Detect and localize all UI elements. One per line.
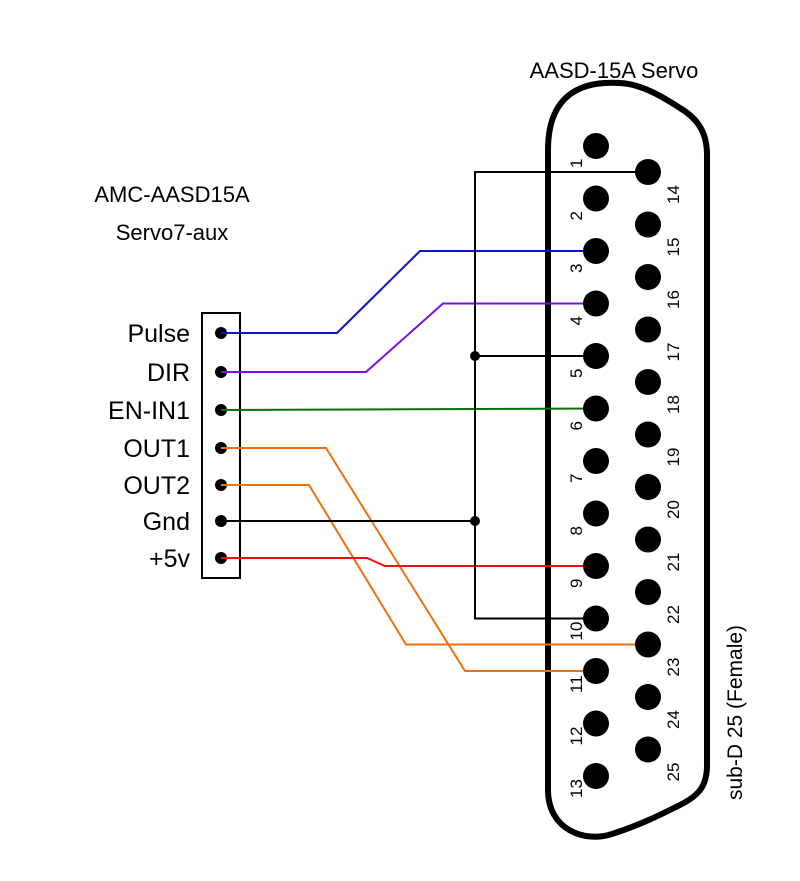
db25-pin bbox=[635, 579, 661, 605]
db25-pin bbox=[583, 133, 609, 159]
db25-pin bbox=[635, 369, 661, 395]
controller-pin-label: DIR bbox=[147, 359, 190, 387]
db25-pin bbox=[635, 474, 661, 500]
db25-pin-number: 23 bbox=[664, 658, 683, 677]
db25-pin bbox=[583, 238, 609, 264]
wire-enable bbox=[220, 407, 597, 411]
controller-pin-label: Pulse bbox=[127, 320, 190, 348]
controller-pin-label: OUT2 bbox=[123, 472, 190, 500]
db25-pin bbox=[635, 316, 661, 343]
db25-pin bbox=[583, 710, 609, 737]
wire-out1 bbox=[221, 447, 596, 672]
db25-pin-number: 20 bbox=[664, 500, 683, 519]
db25-pin bbox=[635, 421, 661, 448]
db25-pin bbox=[583, 448, 609, 474]
db25-pin bbox=[583, 343, 609, 369]
db25-pin-number: 21 bbox=[664, 553, 683, 572]
wire-5v bbox=[221, 557, 596, 567]
junction-dot bbox=[470, 351, 480, 361]
db25-pin bbox=[583, 290, 609, 317]
db25-pin-number: 7 bbox=[567, 474, 586, 483]
db25-pin-number: 24 bbox=[664, 710, 683, 729]
db25-pin-number: 22 bbox=[664, 605, 683, 624]
controller-header-block bbox=[201, 312, 241, 579]
db25-pin bbox=[635, 264, 661, 290]
junction-dot bbox=[470, 516, 480, 526]
db25-pin bbox=[635, 211, 661, 238]
controller-pin-label: EN-IN1 bbox=[108, 397, 190, 425]
db25-pin-number: 5 bbox=[567, 369, 586, 378]
db25-pin-number: 14 bbox=[664, 185, 683, 204]
db25-pin-number: 4 bbox=[567, 316, 586, 325]
controller-pin-label: Gnd bbox=[143, 508, 190, 536]
wire-dir bbox=[221, 302, 596, 373]
db25-pin-number: 19 bbox=[664, 448, 683, 467]
db25-pin-number: 17 bbox=[664, 343, 683, 362]
db25-pin bbox=[635, 526, 661, 553]
db25-pin bbox=[635, 736, 661, 763]
db25-pin-number: 2 bbox=[567, 211, 586, 220]
db25-pin bbox=[583, 185, 609, 212]
controller-pin-label: +5v bbox=[149, 545, 191, 573]
db25-connector-shell bbox=[545, 79, 710, 840]
controller-title-line1: AMC-AASD15A bbox=[94, 182, 250, 207]
db25-pin-number: 11 bbox=[567, 675, 586, 693]
wire-out2 bbox=[221, 484, 648, 646]
db25-pin bbox=[583, 763, 609, 789]
db25-pin bbox=[583, 500, 609, 527]
db25-pin-number: 3 bbox=[567, 264, 586, 273]
db25-pin bbox=[635, 684, 661, 710]
db25-pin bbox=[583, 553, 609, 579]
wire-pulse bbox=[221, 250, 596, 334]
db25-pin-number: 9 bbox=[567, 579, 586, 588]
db25-pin-number: 6 bbox=[567, 421, 586, 430]
db25-pin bbox=[635, 159, 661, 185]
db25-pin bbox=[583, 658, 609, 684]
db25-pin bbox=[635, 631, 661, 658]
connector-type-label: sub-D 25 (Female) bbox=[724, 625, 747, 800]
db25-pin-number: 8 bbox=[567, 526, 586, 535]
db25-pin bbox=[583, 395, 609, 422]
ground-bus bbox=[474, 171, 648, 620]
db25-pin-number: 10 bbox=[567, 622, 586, 641]
db25-pin-number: 15 bbox=[664, 238, 683, 257]
db25-pin-number: 16 bbox=[664, 290, 683, 309]
db25-pin-number: 18 bbox=[664, 395, 683, 414]
controller-title-line2: Servo7-aux bbox=[116, 220, 229, 245]
controller-pin-label: OUT1 bbox=[123, 435, 190, 463]
db25-pin bbox=[583, 605, 609, 632]
servo-title: AASD-15A Servo bbox=[530, 58, 699, 83]
db25-pin-number: 1 bbox=[567, 159, 586, 168]
db25-pin-number: 13 bbox=[567, 779, 586, 798]
db25-pin-number: 12 bbox=[567, 727, 586, 746]
db25-pin-number: 25 bbox=[664, 763, 683, 782]
